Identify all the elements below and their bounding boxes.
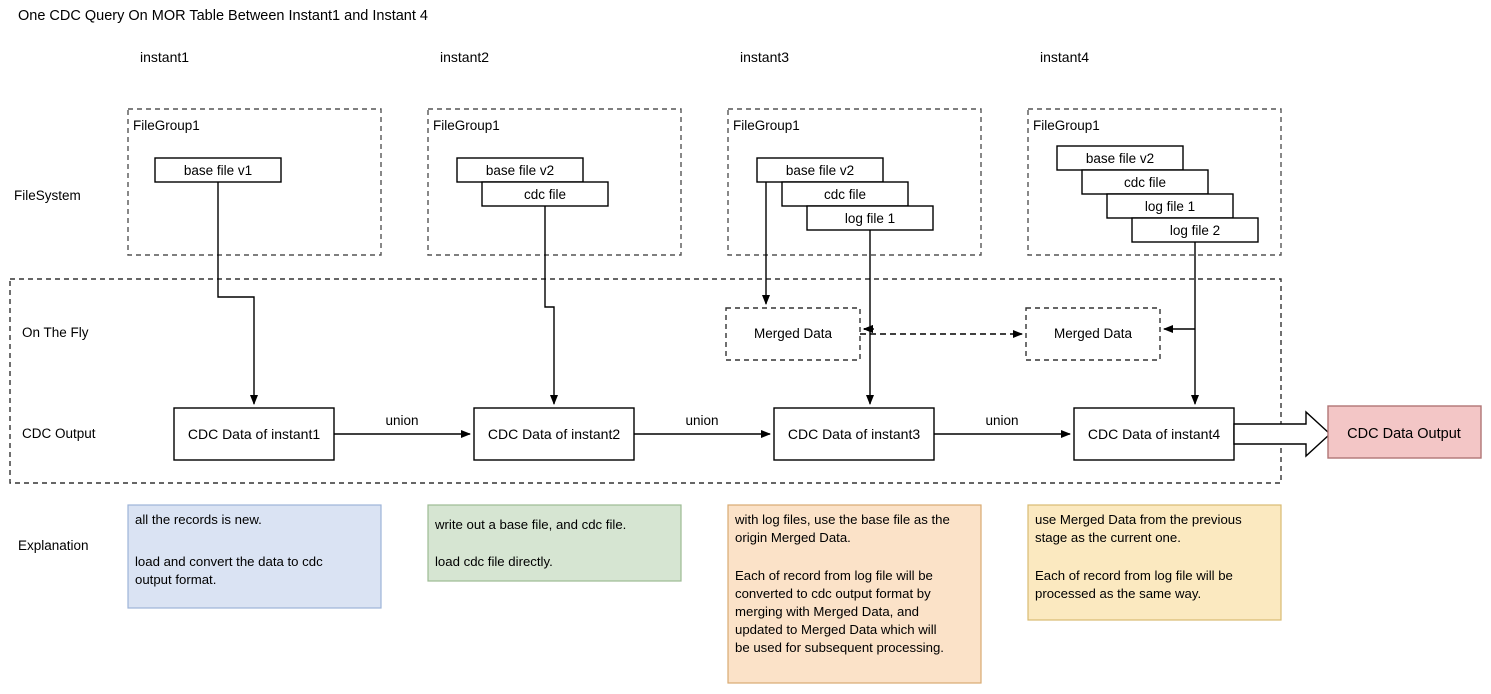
explanation-line-3-7: be used for subsequent processing.: [735, 640, 944, 655]
column-header-instant3: instant3: [740, 49, 789, 65]
connector-i2-cdc-to-cdc: [544, 206, 558, 405]
cdc-data-box-instant3[interactable]: [773, 407, 935, 461]
file-label-log-file-1-i3: log file 1: [845, 211, 895, 226]
union-label-3: union: [985, 413, 1018, 428]
explanation-line-1-2: load and convert the data to cdc: [135, 554, 323, 569]
file-label-cdc-file-i2: cdc file: [524, 187, 566, 202]
on-the-fly-cdc-output-container: [9, 278, 1282, 484]
file-box-base-file-v1[interactable]: [154, 157, 282, 183]
union-label-1: union: [385, 413, 418, 428]
merged-data-box-instant3[interactable]: [725, 307, 861, 361]
file-box-log-file-2-i4[interactable]: [1131, 217, 1259, 243]
explanation-line-3-6: updated to Merged Data which will: [735, 622, 937, 637]
row-label-filesystem: FileSystem: [14, 188, 81, 203]
merged-data-box-instant4[interactable]: [1025, 307, 1161, 361]
explanation-box-instant2[interactable]: [427, 504, 682, 582]
explanation-line-3-5: merging with Merged Data, and: [735, 604, 919, 619]
explanation-box-instant4[interactable]: [1027, 504, 1282, 621]
explanation-line-1-3: output format.: [135, 572, 216, 587]
connector-i1-base-to-cdc: [217, 182, 258, 405]
explanation-line-3-0: with log files, use the base file as the: [734, 512, 950, 527]
column-header-instant4: instant4: [1040, 49, 1089, 65]
file-label-base-file-v2-i2: base file v2: [486, 163, 554, 178]
block-arrow-to-output: [1233, 410, 1332, 458]
file-box-cdc-file-i4[interactable]: [1081, 169, 1209, 195]
cdc-data-label-instant1: CDC Data of instant1: [188, 426, 320, 442]
explanation-line-3-1: origin Merged Data.: [735, 530, 851, 545]
filegroup-label-instant1: FileGroup1: [133, 118, 200, 133]
cdc-data-box-instant1[interactable]: [173, 407, 335, 461]
file-box-base-file-v2-i4[interactable]: [1056, 145, 1184, 171]
cdc-data-label-instant4: CDC Data of instant4: [1088, 426, 1220, 442]
filegroup-container-instant1: [127, 108, 382, 256]
explanation-line-4-1: stage as the current one.: [1035, 530, 1181, 545]
explanation-line-3-3: Each of record from log file will be: [735, 568, 933, 583]
page-title: One CDC Query On MOR Table Between Insta…: [18, 8, 428, 24]
row-label-on-the-fly: On The Fly: [22, 325, 89, 340]
file-label-base-file-v2-i3: base file v2: [786, 163, 854, 178]
explanation-line-1-0: all the records is new.: [135, 512, 262, 527]
explanation-line-3-4: converted to cdc output format by: [735, 586, 931, 601]
filegroup-container-instant3: [727, 108, 982, 256]
explanation-box-instant1[interactable]: [127, 504, 382, 609]
filegroup-container-instant4: [1027, 108, 1282, 256]
column-header-instant2: instant2: [440, 49, 489, 65]
file-box-log-file-1-i4[interactable]: [1106, 193, 1234, 219]
filegroup-label-instant3: FileGroup1: [733, 118, 800, 133]
row-label-explanation: Explanation: [18, 538, 89, 553]
file-label-cdc-file-i3: cdc file: [824, 187, 866, 202]
row-label-cdc-output: CDC Output: [22, 426, 96, 441]
file-box-base-file-v2-i3[interactable]: [756, 157, 884, 183]
explanation-line-4-3: Each of record from log file will be: [1035, 568, 1233, 583]
cdc-data-output-box[interactable]: [1327, 405, 1482, 459]
merged-data-label-instant3: Merged Data: [754, 326, 833, 341]
file-label-log-file-2-i4: log file 2: [1170, 223, 1220, 238]
cdc-data-output-label: CDC Data Output: [1347, 426, 1461, 442]
filegroup-label-instant2: FileGroup1: [433, 118, 500, 133]
union-label-2: union: [685, 413, 718, 428]
filegroup-label-instant4: FileGroup1: [1033, 118, 1100, 133]
filegroup-container-instant2: [427, 108, 682, 256]
explanation-line-2-2: load cdc file directly.: [435, 554, 553, 569]
file-label-base-file-v2-i4: base file v2: [1086, 151, 1154, 166]
cdc-data-box-instant2[interactable]: [473, 407, 635, 461]
file-label-cdc-file-i4: cdc file: [1124, 175, 1166, 190]
file-label-base-file-v1: base file v1: [184, 163, 252, 178]
cdc-data-label-instant3: CDC Data of instant3: [788, 426, 920, 442]
cdc-data-label-instant2: CDC Data of instant2: [488, 426, 620, 442]
explanation-line-2-0: write out a base file, and cdc file.: [434, 517, 626, 532]
file-box-log-file-1-i3[interactable]: [806, 205, 934, 231]
column-header-instant1: instant1: [140, 49, 189, 65]
explanation-line-4-0: use Merged Data from the previous: [1035, 512, 1242, 527]
file-label-log-file-1-i4: log file 1: [1145, 199, 1195, 214]
merged-data-label-instant4: Merged Data: [1054, 326, 1133, 341]
explanation-line-4-4: processed as the same way.: [1035, 586, 1201, 601]
explanation-box-instant3[interactable]: [727, 504, 982, 684]
file-box-cdc-file-i3[interactable]: [781, 181, 909, 207]
